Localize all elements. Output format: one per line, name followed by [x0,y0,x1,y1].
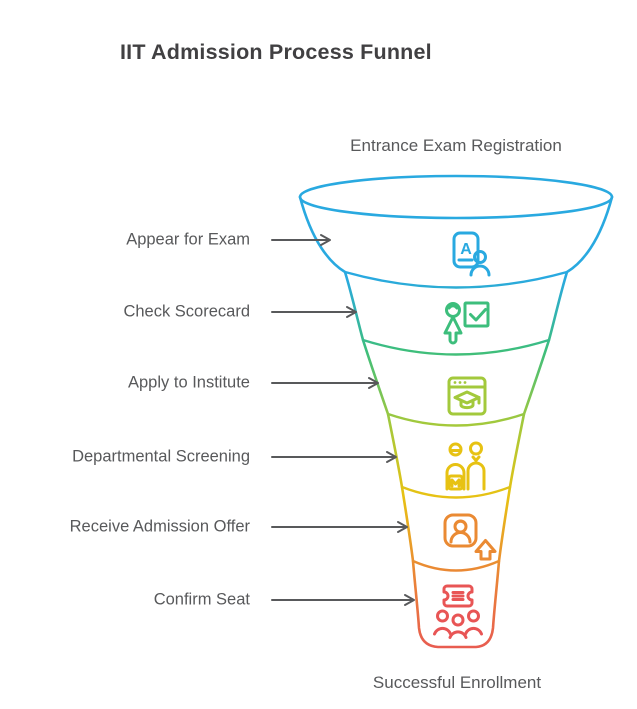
funnel-divider-1 [343,270,569,289]
stage-label-receive-admission-offer: Receive Admission Offer [69,517,250,536]
browser-graduation-cap-icon [447,376,487,416]
funnel-top-stage-label: Entrance Exam Registration [350,136,562,155]
funnel-divider-5 [411,559,501,572]
funnel-divider-3 [386,412,526,427]
profile-upload-arrow-icon [443,513,497,561]
exam-document-person-icon: A [452,231,491,277]
stage-label-departmental-screening: Departmental Screening [72,447,250,466]
arrow-apply-to-institute [271,377,379,389]
stage-label-confirm-seat: Confirm Seat [153,590,250,609]
funnel-body [298,195,614,649]
funnel-top-rim [298,174,614,220]
arrow-check-scorecard [271,306,357,318]
stage-label-appear-for-exam: Appear for Exam [126,230,250,249]
funnel-divider-4 [400,485,512,499]
funnel-outline [298,174,614,649]
stage-label-check-scorecard: Check Scorecard [123,302,250,321]
page-title: IIT Admission Process Funnel [120,40,432,64]
ticket-group-icon [433,584,483,639]
stage-label-apply-to-institute: Apply to Institute [128,373,250,392]
arrow-confirm-seat [271,594,415,606]
arrow-appear-for-exam [271,234,331,246]
person-checkmark-icon [443,301,490,345]
funnel-bottom-stage-label: Successful Enrollment [372,673,542,692]
stage-arrows [271,234,415,606]
funnel-divider-2 [361,338,551,356]
interview-people-icon [445,441,486,491]
arrow-receive-admission-offer [271,521,408,533]
arrow-departmental-screening [271,451,397,463]
svg-text:A: A [460,241,472,258]
